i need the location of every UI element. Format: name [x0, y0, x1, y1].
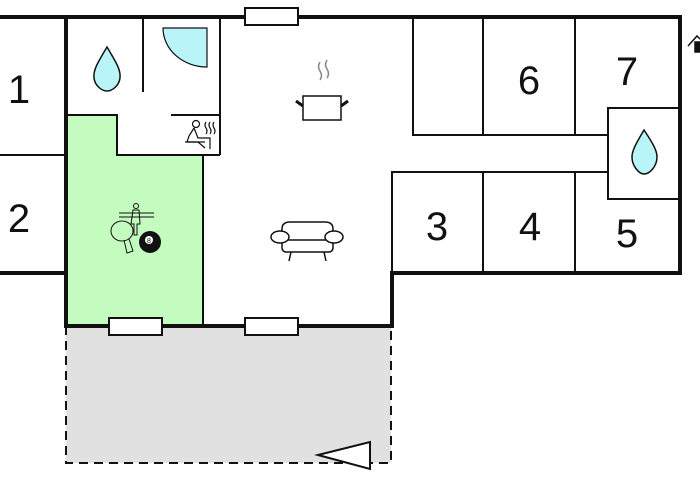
- room-label-7: 7: [616, 50, 638, 94]
- entrance-arrow-icon: [314, 440, 371, 471]
- room-label-4: 4: [519, 205, 541, 249]
- water-drop-icon: [93, 45, 121, 92]
- svg-text:8: 8: [147, 238, 151, 245]
- sofa-icon: [270, 221, 344, 262]
- kitchen-pot-icon: [295, 59, 349, 121]
- house-icon: [687, 34, 700, 53]
- wall: [412, 17, 608, 136]
- billiard-ball-icon: 8: [139, 231, 161, 253]
- room-label-5: 5: [616, 212, 638, 256]
- shower-icon: [162, 27, 208, 68]
- table-tennis-icon: [110, 220, 134, 254]
- bathroom: [607, 107, 680, 200]
- wall: [391, 171, 608, 326]
- window: [244, 317, 299, 336]
- wall: [66, 114, 220, 156]
- room-label-6: 6: [518, 59, 540, 103]
- room-label-1: 1: [8, 68, 30, 112]
- window: [244, 7, 299, 26]
- terrace: [65, 325, 392, 464]
- sauna-icon: [185, 119, 216, 149]
- activity-room: [66, 115, 203, 326]
- water-drop-icon: [631, 128, 658, 175]
- room-label-2: 2: [8, 197, 30, 241]
- window: [108, 317, 163, 336]
- room-label-3: 3: [426, 205, 448, 249]
- table-football-icon: [119, 203, 154, 236]
